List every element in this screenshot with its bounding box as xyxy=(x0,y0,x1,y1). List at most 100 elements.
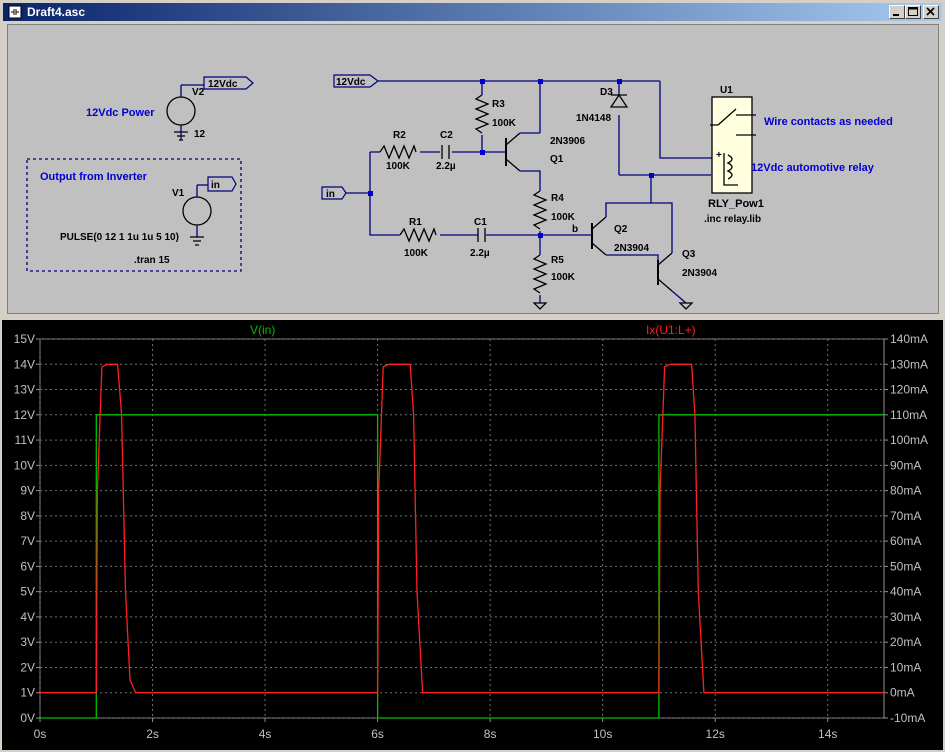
r2-name: R2 xyxy=(393,130,406,141)
y-left-tick-label: 2V xyxy=(20,660,35,674)
v2-value: 12 xyxy=(194,129,206,140)
schematic-canvas[interactable]: 12Vdc in 12Vdc in 12Vdc Power V2 12 Outp… xyxy=(8,25,938,313)
relay-u1-body[interactable] xyxy=(711,96,753,194)
q3-model: 2N3904 xyxy=(682,268,717,279)
d3-name: D3 xyxy=(600,87,613,98)
power-label: 12Vdc Power xyxy=(86,107,155,119)
y-right-tick-label: 90mA xyxy=(890,458,921,472)
y-right-tick-label: 0mA xyxy=(890,686,915,700)
x-tick-label: 10s xyxy=(593,727,612,741)
y-right-tick-label: 110mA xyxy=(890,408,927,422)
d3-model: 1N4148 xyxy=(576,113,611,124)
y-left-tick-label: 4V xyxy=(20,610,35,624)
legend-v-in[interactable]: V(in) xyxy=(250,323,275,337)
v1-name: V1 xyxy=(172,188,185,199)
y-left-tick-label: 10V xyxy=(14,458,35,472)
rail-net-label: 12Vdc xyxy=(336,77,366,88)
u1-name: U1 xyxy=(720,85,733,96)
q2-model: 2N3904 xyxy=(614,243,649,254)
c1-value: 2.2µ xyxy=(470,248,490,259)
note-relay: 12Vdc automotive relay xyxy=(751,162,875,174)
legend-ix-u1[interactable]: Ix(U1:L+) xyxy=(646,323,696,337)
plot-frame xyxy=(39,338,885,719)
r2-value: 100K xyxy=(386,161,411,172)
r4-name: R4 xyxy=(551,193,564,204)
y-right-tick-label: 140mA xyxy=(890,332,928,346)
x-tick-label: 6s xyxy=(371,727,384,741)
v1-value: PULSE(0 12 1 1u 1u 5 10) xyxy=(60,232,179,243)
v1-ground xyxy=(190,236,204,246)
r5-value: 100K xyxy=(551,272,576,283)
r5-name: R5 xyxy=(551,255,564,266)
title-bar[interactable]: Draft4.asc xyxy=(3,3,942,21)
v1-source-symbol[interactable] xyxy=(182,196,212,226)
u1-model: RLY_Pow1 xyxy=(708,198,764,210)
x-tick-label: 8s xyxy=(484,727,497,741)
y-right-tick-label: -10mA xyxy=(890,711,925,725)
window-title: Draft4.asc xyxy=(27,5,86,19)
y-right-tick-label: 50mA xyxy=(890,559,921,573)
rail-net-flag[interactable] xyxy=(333,74,379,88)
y-left-tick-label: 1V xyxy=(20,686,35,700)
y-right-tick-label: 70mA xyxy=(890,509,921,523)
x-tick-label: 12s xyxy=(706,727,725,741)
q1-name: Q1 xyxy=(550,154,564,165)
v2-ground xyxy=(174,131,188,141)
r1-value: 100K xyxy=(404,248,429,259)
close-button[interactable] xyxy=(923,5,939,19)
y-left-tick-label: 3V xyxy=(20,635,35,649)
node-b-label: b xyxy=(572,224,578,235)
q2-name: Q2 xyxy=(614,224,628,235)
q3-name: Q3 xyxy=(682,249,696,260)
x-tick-label: 2s xyxy=(146,727,159,741)
y-right-tick-label: 80mA xyxy=(890,484,921,498)
y-left-tick-label: 12V xyxy=(14,408,35,422)
maximize-icon xyxy=(908,7,918,16)
v1-net-label: in xyxy=(211,180,220,191)
y-left-tick-label: 8V xyxy=(20,509,35,523)
x-tick-label: 4s xyxy=(259,727,272,741)
schematic-doc-icon xyxy=(8,5,22,19)
waveform-viewer[interactable]: 0V 1V 2V 3V 4V 5V 6V 7V 8V 9V 10V 11V 12V 13V 14V 15V -1… xyxy=(2,320,943,750)
schematic-editor[interactable]: 12Vdc in 12Vdc in 12Vdc Power V2 12 Outp… xyxy=(7,24,939,314)
y-left-tick-label: 6V xyxy=(20,559,35,573)
x-tick-label: 0s xyxy=(34,727,47,741)
v2-source-symbol[interactable] xyxy=(166,96,196,126)
relay-plus: + xyxy=(716,150,722,161)
y-right-tick-label: 130mA xyxy=(890,357,928,371)
series-line-1 xyxy=(40,363,884,694)
y-left-tick-label: 7V xyxy=(20,534,35,548)
u1-include[interactable]: .inc relay.lib xyxy=(704,214,761,225)
in-net-flag[interactable] xyxy=(321,186,347,200)
y-left-tick-label: 11V xyxy=(15,433,35,447)
close-icon xyxy=(926,7,935,16)
y-left-tick-label: 15V xyxy=(14,332,35,346)
y-left-tick-label: 0V xyxy=(20,711,35,725)
y-left-tick-label: 9V xyxy=(20,484,35,498)
y-right-tick-label: 20mA xyxy=(890,635,921,649)
y-left-tick-label: 13V xyxy=(14,383,35,397)
q1-model: 2N3906 xyxy=(550,136,585,147)
y-left-tick-label: 14V xyxy=(14,357,35,371)
r4-value: 100K xyxy=(551,212,576,223)
in-net-label: in xyxy=(326,189,335,200)
v2-net-flag[interactable] xyxy=(203,76,254,90)
v1-net-flag[interactable] xyxy=(207,176,237,192)
minimize-icon xyxy=(893,14,899,16)
x-tick-label: 14s xyxy=(818,727,837,741)
r1-name: R1 xyxy=(409,217,422,228)
plot-canvas[interactable]: 0V 1V 2V 3V 4V 5V 6V 7V 8V 9V 10V 11V 12V 13V 14V 15V -1… xyxy=(2,320,943,750)
tran-directive[interactable]: .tran 15 xyxy=(134,255,170,266)
inverter-box-label: Output from Inverter xyxy=(40,171,148,183)
y-right-tick-label: 30mA xyxy=(890,610,921,624)
minimize-button[interactable] xyxy=(889,5,905,19)
r3-name: R3 xyxy=(492,99,505,110)
y-right-tick-label: 120mA xyxy=(890,383,928,397)
y-right-tick-label: 60mA xyxy=(890,534,921,548)
y-right-tick-label: 100mA xyxy=(890,433,928,447)
maximize-button[interactable] xyxy=(905,5,921,19)
r3-value: 100K xyxy=(492,118,517,129)
v2-name: V2 xyxy=(192,87,205,98)
y-left-tick-label: 5V xyxy=(20,585,35,599)
